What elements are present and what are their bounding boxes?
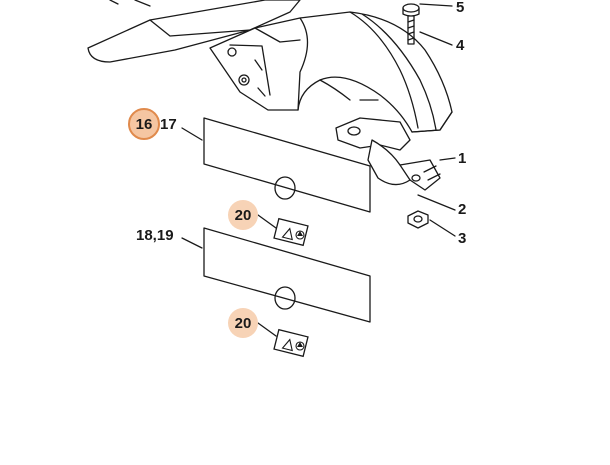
callout-2[interactable]: 2 xyxy=(458,201,467,218)
warning-decal-lower xyxy=(273,328,309,358)
warning-triangle-icon xyxy=(281,227,293,241)
callout-4[interactable]: 4 xyxy=(456,37,465,54)
callout-16[interactable]: 16 xyxy=(128,108,160,140)
callout-17[interactable]: 17 xyxy=(160,116,177,133)
callout-5[interactable]: 5 xyxy=(456,0,465,16)
callout-20-upper[interactable]: 20 xyxy=(228,200,258,230)
shaft-blade xyxy=(87,0,301,63)
callout-1[interactable]: 1 xyxy=(458,150,467,167)
callout-3[interactable]: 3 xyxy=(458,230,467,247)
callout-18-19[interactable]: 18,19 xyxy=(136,227,174,244)
leader-lines xyxy=(181,3,456,337)
warning-decal-upper xyxy=(273,217,309,247)
screw xyxy=(402,3,420,45)
blade-upper xyxy=(203,117,371,213)
blade-lower xyxy=(203,227,371,323)
blade-rotation-icon xyxy=(295,341,305,351)
clamp xyxy=(335,117,441,191)
deflector-guard xyxy=(209,11,453,133)
warning-triangle-icon xyxy=(281,338,293,352)
blade-rotation-icon xyxy=(295,230,305,240)
callout-20-lower[interactable]: 20 xyxy=(228,308,258,338)
nut xyxy=(407,210,429,229)
